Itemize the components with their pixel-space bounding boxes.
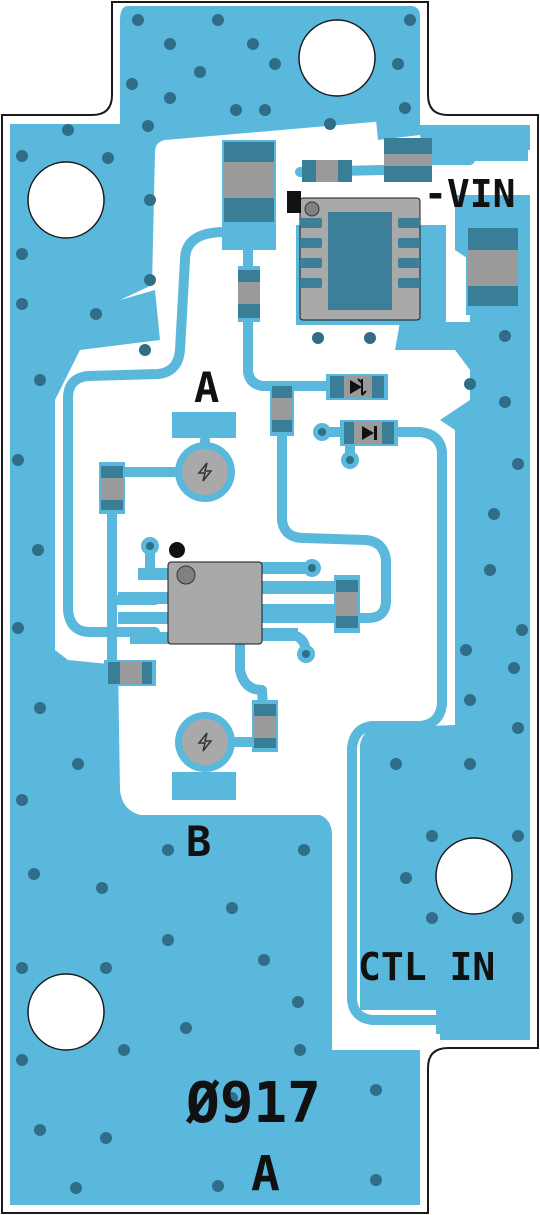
ground-pour-left — [10, 124, 420, 1205]
resistor-r4 — [99, 462, 125, 514]
mounting-hole-right-drill — [435, 837, 513, 915]
label-ctl-in: CTL IN — [358, 945, 495, 989]
zener-diode — [326, 374, 388, 400]
label-revision: A — [251, 1146, 280, 1202]
mounting-hole-top-drill — [298, 19, 376, 97]
test-point-b-icon — [197, 732, 213, 752]
label-b: B — [186, 817, 211, 866]
capacitor-c2 — [466, 225, 520, 315]
trace-main-vertical — [257, 381, 391, 623]
regulator-ic — [287, 191, 446, 325]
label-vin: -VIN — [424, 172, 516, 216]
resistor-r3 — [270, 382, 294, 436]
pin1-marker — [287, 191, 301, 213]
test-point-b[interactable] — [172, 712, 236, 800]
ground-vias — [12, 14, 528, 1194]
resistor-r6 — [104, 660, 156, 686]
resistor-r2 — [238, 266, 260, 322]
capacitor-vin — [384, 138, 432, 182]
trace-diode-to-ctl — [320, 427, 447, 1025]
resistor-r7 — [252, 700, 278, 752]
capacitor-c1 — [222, 140, 276, 250]
control-ic — [118, 542, 348, 645]
trace-vin-bias — [243, 245, 287, 391]
resistor-r5 — [334, 575, 360, 633]
pin1-dot — [304, 201, 320, 217]
test-point-a[interactable] — [172, 412, 236, 502]
vin-connector-pad[interactable] — [452, 125, 528, 161]
ctl-in-connector-pad[interactable] — [436, 996, 512, 1034]
label-a: A — [194, 363, 219, 412]
control-ic-pin1-marker — [169, 542, 185, 558]
trace-vias — [141, 423, 359, 663]
mounting-hole-left-bottom-drill — [27, 973, 105, 1051]
trace-ic-bottom — [235, 637, 270, 745]
mounting-hole-left-top-drill — [27, 161, 105, 239]
resistor-top — [302, 160, 352, 182]
label-board-code: Ø917 — [185, 1071, 321, 1136]
trace-vin-loop — [63, 227, 230, 637]
control-ic-pin1-dot — [176, 565, 196, 585]
diode — [340, 420, 398, 446]
test-point-a-icon — [197, 462, 213, 482]
mounting-holes — [26, 18, 514, 1052]
ground-pour-right — [360, 195, 530, 1040]
